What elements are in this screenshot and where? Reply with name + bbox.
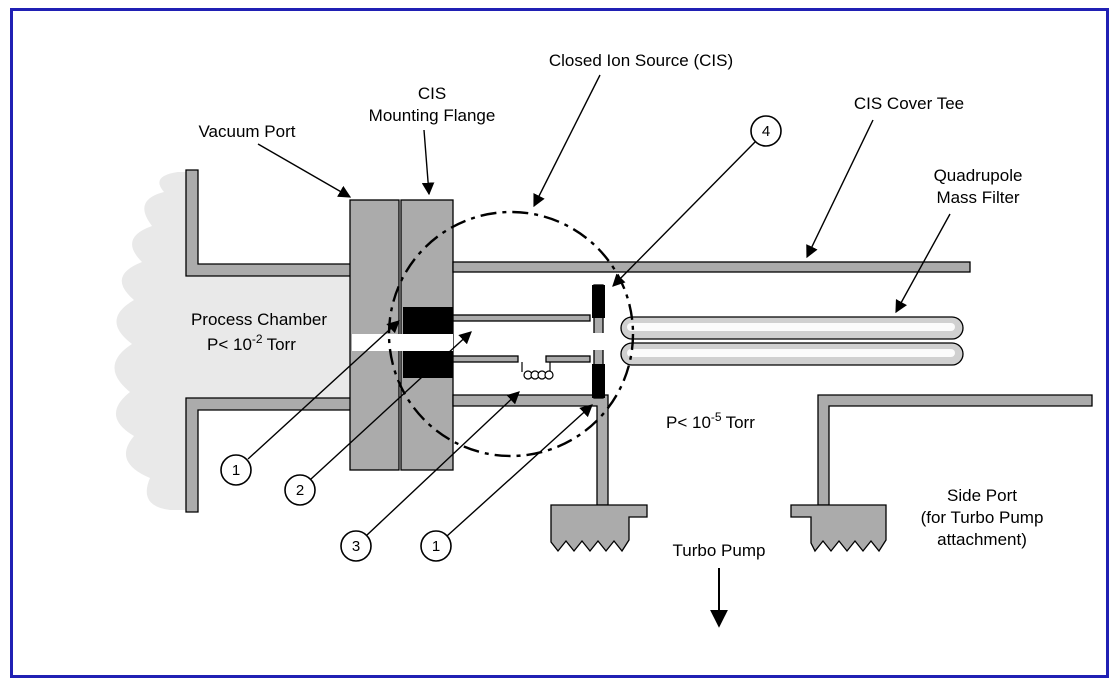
exit-aperture <box>593 333 604 350</box>
side-port-flange <box>790 504 887 553</box>
cis-region-circle <box>387 210 635 458</box>
filament-coil <box>544 370 554 380</box>
callout-1b-line <box>446 404 593 537</box>
process-chamber-region <box>114 172 352 510</box>
label-cis-line1: CIS <box>418 84 446 103</box>
label-turbo-pump: Turbo Pump <box>673 541 766 560</box>
exit-plate-seal-top <box>592 285 605 318</box>
chamber-pressure-exponent: -2 <box>252 332 263 346</box>
insulator-seal-top <box>403 307 453 334</box>
page-border <box>10 8 1109 678</box>
cover-tee-arrow <box>806 119 874 259</box>
label-side-port-line3: attachment) <box>937 530 1027 549</box>
quadrupole-rod-lower-highlight <box>627 349 955 357</box>
vacuum-port-arrow <box>257 143 352 198</box>
callout-3-number: 3 <box>352 538 360 555</box>
exit-plate-seal-bottom <box>592 364 605 398</box>
callout-1b-number: 1 <box>432 538 440 555</box>
callout-2: 2 <box>284 474 316 506</box>
label-chamber-pressure: P< 10-2 Torr <box>207 332 296 354</box>
callout-4-circle <box>750 115 782 147</box>
callout-1b: 1 <box>420 530 452 562</box>
chamber-pressure-unit: Torr <box>267 335 297 354</box>
callout-1a-circle <box>220 454 252 486</box>
chamber-pressure-base: P< 10 <box>207 335 252 354</box>
callout-1a: 1 <box>220 454 252 486</box>
callout-2-number: 2 <box>296 482 304 499</box>
mounting-flange-arrow <box>421 129 435 196</box>
anode-tube-bottom-left <box>452 355 519 363</box>
vacuum-port-wall-top <box>185 169 353 277</box>
cis-pressure-exponent: -5 <box>711 410 722 424</box>
callout-4-line <box>612 141 756 287</box>
callout-4: 4 <box>750 115 782 147</box>
cis-cover-tee-wall <box>452 261 971 273</box>
cis-pressure-base: P< 10 <box>666 413 711 432</box>
label-closed-ion-source: Closed Ion Source (CIS) <box>549 51 733 70</box>
turbo-pump-flange <box>550 504 648 553</box>
callout-3: 3 <box>340 530 372 562</box>
quadrupole-rod-upper-highlight <box>627 323 955 331</box>
quadrupole-arrow <box>895 213 951 314</box>
vacuum-port-wall-bottom <box>185 397 353 513</box>
closed-ion-source-arrow <box>533 74 601 208</box>
anode-tube-bottom-right <box>545 355 591 363</box>
callout-2-line <box>310 331 472 480</box>
callout-2-circle <box>284 474 316 506</box>
label-side-port-line1: Side Port <box>947 486 1017 505</box>
callout-3-line <box>366 391 520 536</box>
label-process-chamber: Process Chamber <box>191 310 327 329</box>
label-vacuum-port: Vacuum Port <box>198 122 295 141</box>
callout-1a-number: 1 <box>232 462 240 479</box>
callout-1a-line <box>247 320 400 460</box>
callout-4-number: 4 <box>762 123 770 140</box>
label-cis-line2: Mounting Flange <box>369 106 496 125</box>
label-quadrupole-line2: Mass Filter <box>936 188 1019 207</box>
label-quadrupole-line1: Quadrupole <box>934 166 1023 185</box>
callout-1b-circle <box>420 530 452 562</box>
cis-pressure-unit: Torr <box>726 413 756 432</box>
label-side-port-line2: (for Turbo Pump <box>921 508 1044 527</box>
label-cis-pressure: P< 10-5 Torr <box>666 410 755 432</box>
label-cis-cover-tee: CIS Cover Tee <box>854 94 964 113</box>
flange-bore <box>352 334 453 351</box>
callout-3-circle <box>340 530 372 562</box>
anode-tube-top <box>452 314 591 322</box>
